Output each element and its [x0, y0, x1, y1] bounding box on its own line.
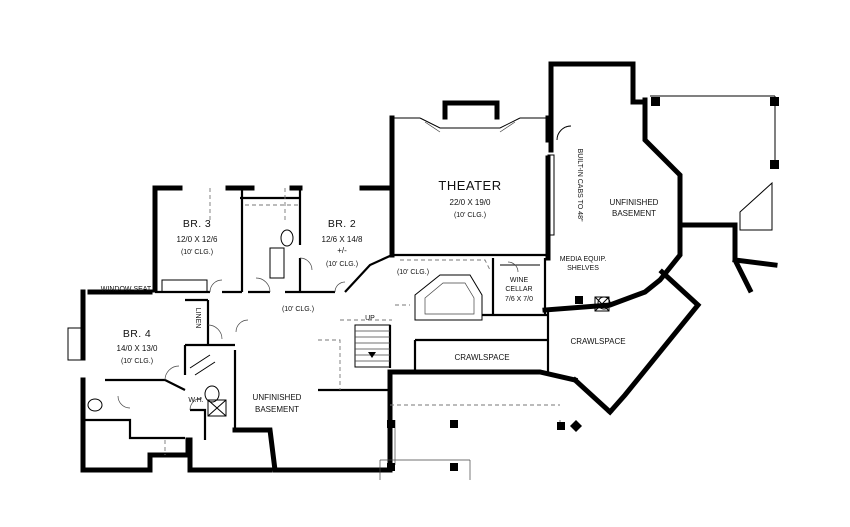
room-br2: BR. 2 12/6 X 14/8 +/- (10' CLG.): [322, 218, 363, 268]
wine-cellar-dims: 7/6 X 7/0: [505, 296, 533, 303]
room-wine-cellar: WINE CELLAR 7/6 X 7/0: [505, 277, 533, 303]
wh-label: W.H.: [188, 397, 203, 404]
hall-clg: (10' CLG.): [282, 306, 314, 313]
br3-dims: 12/0 X 12/6: [177, 235, 218, 244]
unfinished-left-line1: UNFINISHED: [253, 393, 302, 402]
stair-up-label: UP: [365, 315, 375, 322]
br3-clg: (10' CLG.): [181, 249, 213, 256]
unfinished-right-line2: BASEMENT: [612, 209, 656, 218]
room-unfinished-right: UNFINISHED BASEMENT: [610, 198, 659, 218]
crawlspace-center: CRAWLSPACE: [454, 353, 509, 362]
unfinished-left-line2: BASEMENT: [255, 405, 299, 414]
br3-name: BR. 3: [183, 218, 211, 230]
room-br3: BR. 3 12/0 X 12/6 (10' CLG.): [177, 218, 218, 256]
br4-dims: 14/0 X 13/0: [117, 344, 158, 353]
room-theater: THEATER 22/0 X 19/0 (10' CLG.): [438, 178, 501, 219]
theater-name: THEATER: [438, 178, 501, 193]
posts: [387, 97, 779, 471]
br2-clg: (10' CLG.): [326, 261, 358, 268]
media-equip-line1: MEDIA EQUIP.: [560, 256, 607, 263]
window-seat-label: WINDOW SEAT: [101, 286, 152, 293]
wine-cellar-line1: WINE: [510, 277, 529, 284]
theater-dims: 22/0 X 19/0: [450, 198, 491, 207]
stairs: [354, 324, 391, 368]
br2-dims: 12/6 X 14/8: [322, 235, 363, 244]
exterior-details: [67, 95, 776, 480]
door-swings: [117, 257, 519, 411]
bar-counter: [395, 259, 491, 321]
br4-clg: (10' CLG.): [121, 358, 153, 365]
room-unfinished-left: UNFINISHED BASEMENT: [253, 393, 302, 414]
built-in-cabs-label: BUILT-IN CABS TO 48": [576, 149, 583, 222]
crawlspace-right: CRAWLSPACE: [570, 337, 625, 346]
exterior-walls: [80, 61, 778, 473]
dashed-outlines: [164, 188, 560, 455]
media-equip-line2: SHELVES: [567, 265, 599, 272]
theater-clg: (10' CLG.): [454, 212, 486, 219]
theater-details: [392, 117, 572, 236]
linen-label: LINEN: [194, 308, 201, 329]
room-br4: BR. 4 14/0 X 13/0 (10' CLG.): [117, 328, 158, 365]
unfinished-right-line1: UNFINISHED: [610, 198, 659, 207]
wine-cellar-line2: CELLAR: [505, 286, 532, 293]
br2-name: BR. 2: [328, 218, 356, 230]
br2-extra: +/-: [337, 246, 347, 255]
br4-name: BR. 4: [123, 328, 151, 340]
fixtures: [87, 229, 611, 417]
bar-clg: (10' CLG.): [397, 269, 429, 276]
